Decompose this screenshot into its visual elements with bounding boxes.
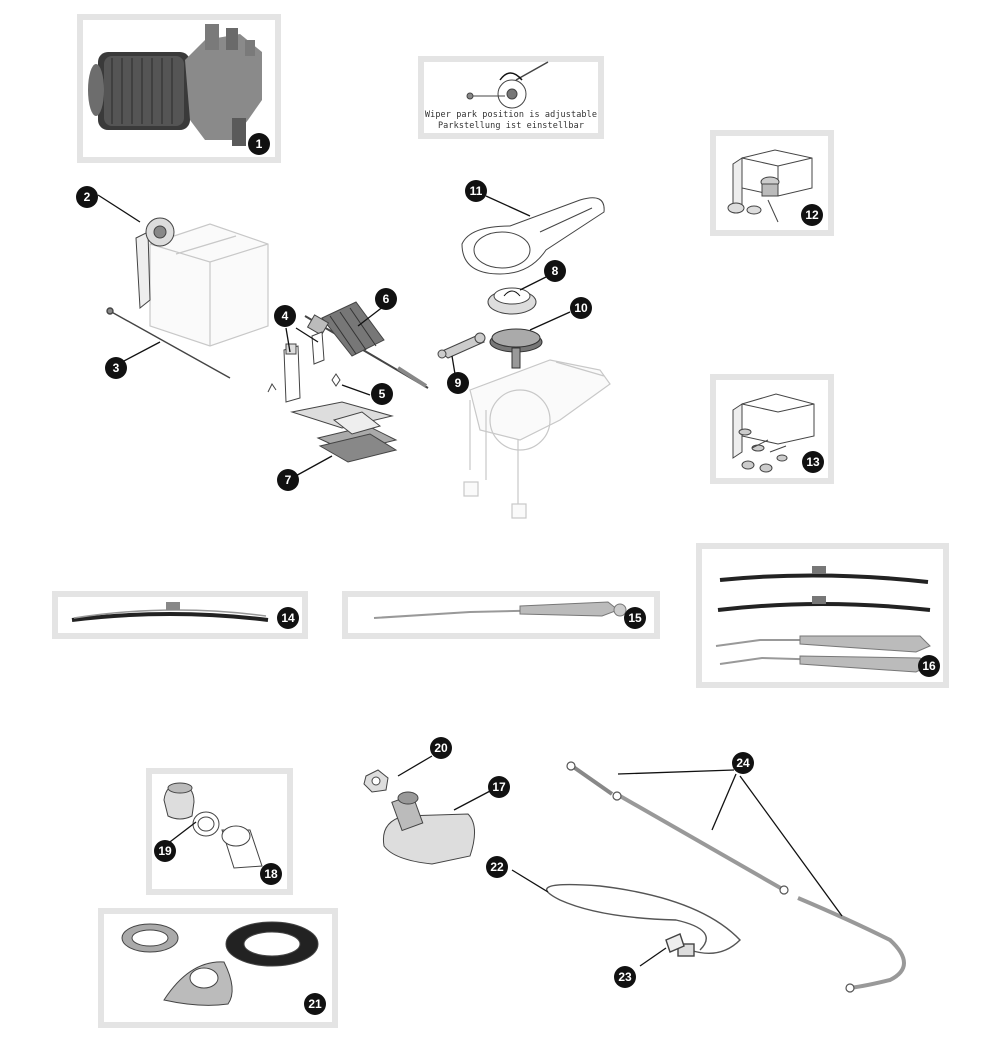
gear-10 (489, 328, 543, 369)
frame-13 (710, 374, 834, 484)
callout-22: 22 (486, 856, 508, 878)
park-note: Wiper park position is adjustable Parkst… (418, 56, 604, 136)
callout-10: 10 (570, 297, 592, 319)
callout-18: 18 (260, 863, 282, 885)
callout-9: 9 (447, 372, 469, 394)
motor-housing-ghost (149, 223, 269, 347)
callout-1: 1 (248, 133, 270, 155)
callout-15: 15 (624, 607, 646, 629)
frame-12 (710, 130, 834, 236)
frame-16 (696, 543, 949, 688)
gearbox-ghost (463, 359, 611, 519)
kit-12 (727, 149, 813, 223)
arm-15 (373, 601, 627, 619)
brush-holder-4 (267, 331, 325, 403)
frame-14 (52, 591, 308, 639)
brush-plate-7 (290, 401, 398, 463)
callout-20: 20 (430, 737, 452, 759)
brush-5 (331, 373, 341, 387)
callout-12: 12 (801, 204, 823, 226)
frame-1 (77, 14, 281, 163)
frame-note (418, 56, 604, 139)
callout-6: 6 (375, 288, 397, 310)
park-adjust-illustration (466, 61, 549, 109)
callout-3: 3 (105, 357, 127, 379)
callout-24: 24 (732, 752, 754, 774)
frame-15 (342, 591, 660, 639)
callout-16: 16 (918, 655, 940, 677)
jet-17-20 (363, 769, 475, 865)
kit-21 (121, 921, 319, 1006)
kit-13 (732, 393, 815, 473)
kit-16 (715, 566, 931, 673)
callout-5: 5 (371, 383, 393, 405)
callout-19: 19 (154, 840, 176, 862)
wiper-motor-photo (88, 24, 262, 146)
frame-18-19 (146, 768, 293, 895)
callout-17: 17 (488, 776, 510, 798)
callout-21: 21 (304, 993, 326, 1015)
tube-22-23 (546, 883, 741, 957)
gasket-11 (461, 197, 605, 275)
note-line-2: Parkstellung ist einstellbar (437, 121, 585, 131)
callout-13: 13 (802, 451, 824, 473)
gear-cover-2 (135, 217, 175, 309)
rod-3 (106, 307, 231, 379)
callout-23: 23 (614, 966, 636, 988)
callout-11: 11 (465, 180, 487, 202)
armature-6 (304, 301, 429, 389)
blade-14 (71, 602, 269, 622)
kit-18-19 (163, 782, 263, 869)
crank-9 (437, 332, 486, 359)
pipes-24 (566, 761, 906, 993)
note-line-1: Wiper park position is adjustable (424, 110, 598, 120)
callout-14: 14 (277, 607, 299, 629)
switch-8 (487, 287, 537, 315)
callout-2: 2 (76, 186, 98, 208)
frame-21 (98, 908, 338, 1028)
callout-7: 7 (277, 469, 299, 491)
callout-8: 8 (544, 260, 566, 282)
callout-4: 4 (274, 305, 296, 327)
